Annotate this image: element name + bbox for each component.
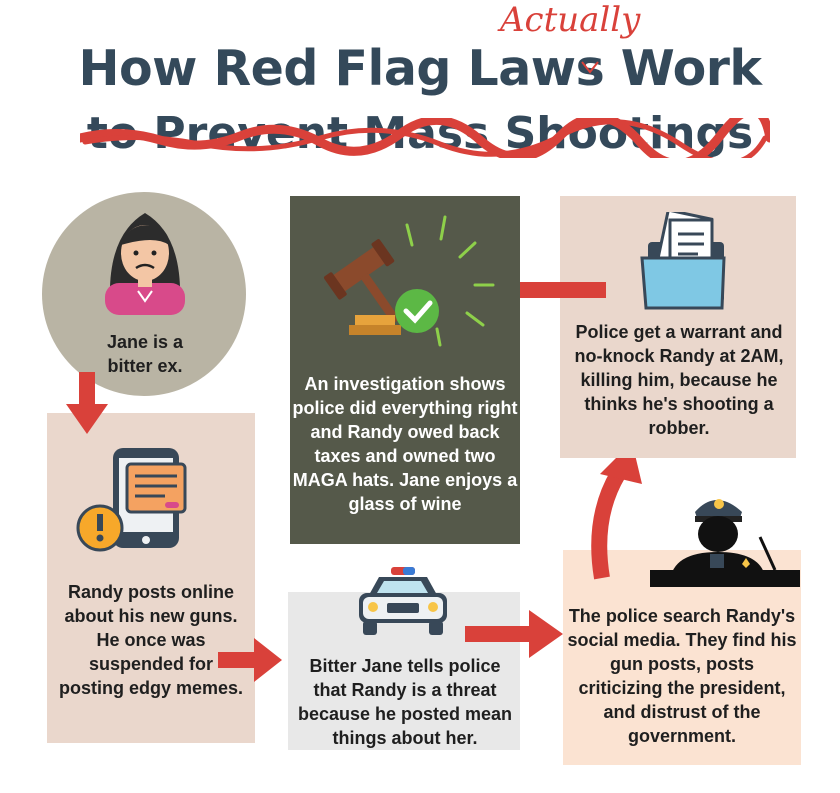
folder-documents-icon <box>640 212 726 310</box>
woman-avatar-icon <box>105 213 185 315</box>
title: How Red Flag Laws Work <box>0 40 840 97</box>
text-investigation: An investigation shows police did everyt… <box>292 374 518 514</box>
text-jane: Jane is a bitter ex. <box>106 332 184 376</box>
insertion-caret-icon <box>581 61 599 74</box>
gavel-check-icon <box>324 215 495 347</box>
text-police-search: The police search Randy's social media. … <box>567 606 797 746</box>
text-randy-posts: Randy posts online about his new guns. H… <box>58 582 244 698</box>
title-text: How Red Flag Laws Work <box>78 40 762 97</box>
arrow-down <box>66 372 108 434</box>
arrow-right-2 <box>465 610 563 658</box>
police-car-icon <box>359 567 447 635</box>
text-warrant: Police get a warrant and no-knock Randy … <box>574 322 784 438</box>
arrow-curved-up <box>591 442 642 580</box>
police-officer-icon <box>650 499 800 587</box>
phone-warning-icon <box>76 448 187 552</box>
scribble-strikethrough <box>80 118 770 158</box>
text-bitter-jane: Bitter Jane tells police that Randy is a… <box>297 656 513 748</box>
arrow-right-1 <box>218 638 282 682</box>
panel-investigation <box>290 196 520 544</box>
inserted-word: Actually <box>500 0 641 40</box>
